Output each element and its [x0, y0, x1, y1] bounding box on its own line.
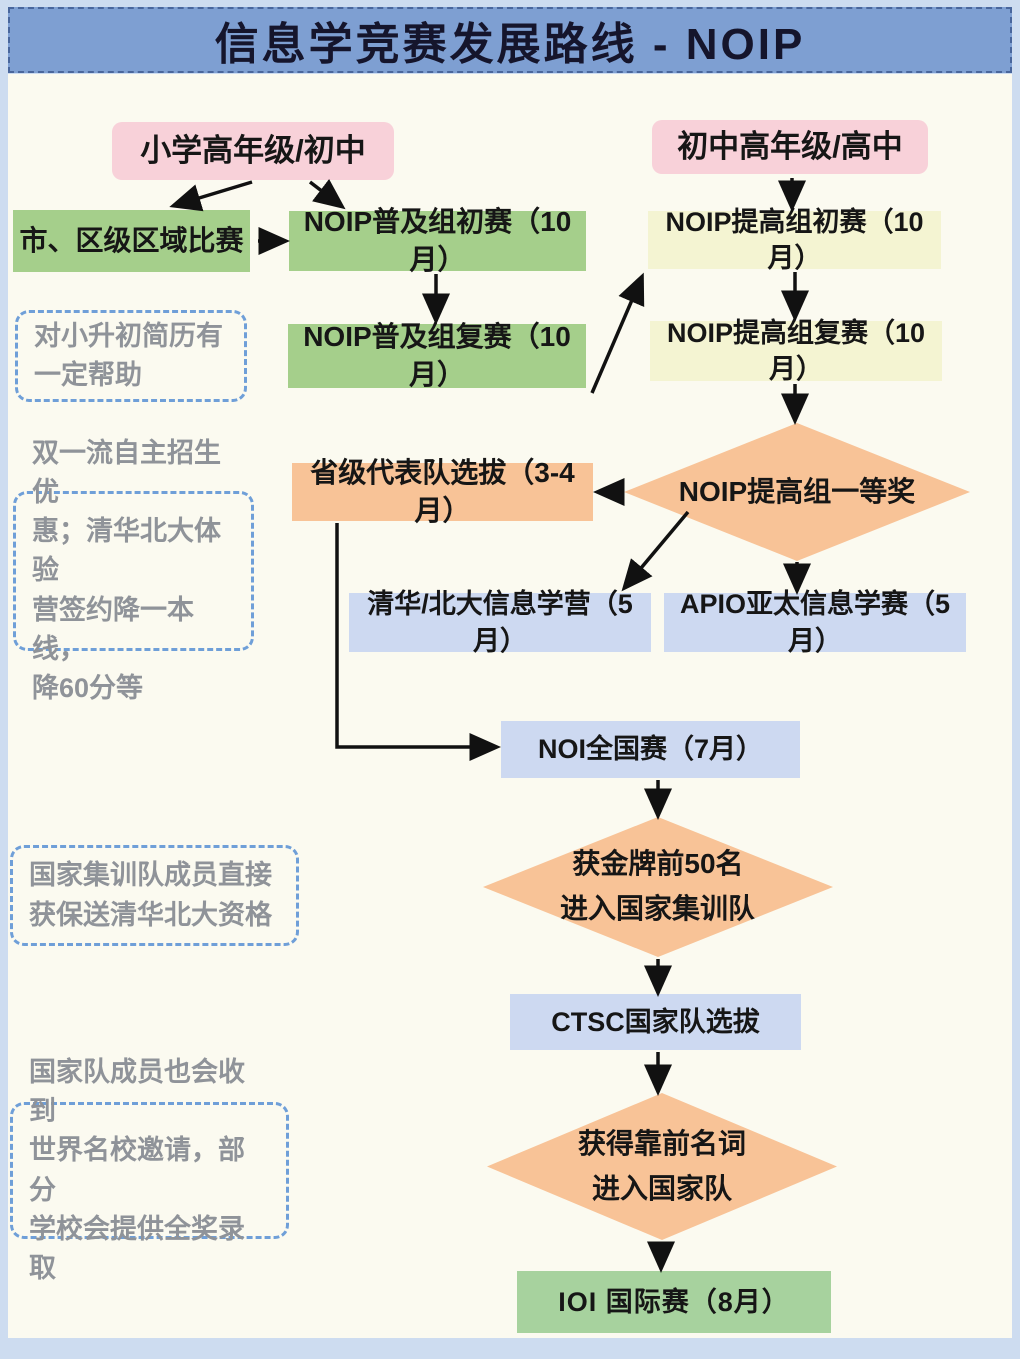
note-primary-resume: 对小升初简历有 一定帮助 [15, 310, 247, 402]
stage-primary-school: 小学高年级/初中 [112, 122, 394, 180]
node-noip-tg-final: NOIP提高组复赛（10月） [650, 318, 942, 384]
node-noip-pj-prelim: NOIP普及组初赛（10月） [289, 206, 586, 275]
node-provincial-team-selection: 省级代表队选拔（3-4月） [292, 457, 593, 526]
node-noi-national: NOI全国赛（7月） [501, 721, 800, 778]
node-thu-pku-camp: 清华/北大信息学营（5月） [349, 589, 651, 656]
title-bar: 信息学竞赛发展路线 - NOIP [8, 7, 1012, 73]
content-background [8, 74, 1012, 1338]
page-title: 信息学竞赛发展路线 - NOIP [214, 20, 806, 69]
note-baosong-qualification: 国家集训队成员直接 获保送清华北大资格 [10, 845, 299, 946]
node-ioi-international: IOI 国际赛（8月） [517, 1271, 831, 1333]
node-noip-pj-final: NOIP普及组复赛（10月） [288, 321, 586, 390]
stage-high-school: 初中高年级/高中 [652, 120, 928, 174]
note-admission-benefit: 双一流自主招生优 惠；清华北大体验 营签约降一本线， 降60分等 [13, 438, 254, 703]
node-apio: APIO亚太信息学赛（5月） [664, 589, 966, 656]
node-ctsc-selection: CTSC国家队选拔 [510, 994, 801, 1050]
node-regional-contest: 市、区级区域比赛 [13, 210, 250, 272]
node-noip-tg-prelim: NOIP提高组初赛（10月） [648, 207, 941, 273]
note-world-school-invite: 国家队成员也会收到 世界名校邀请，部分 学校会提供全奖录取 [10, 1057, 289, 1283]
